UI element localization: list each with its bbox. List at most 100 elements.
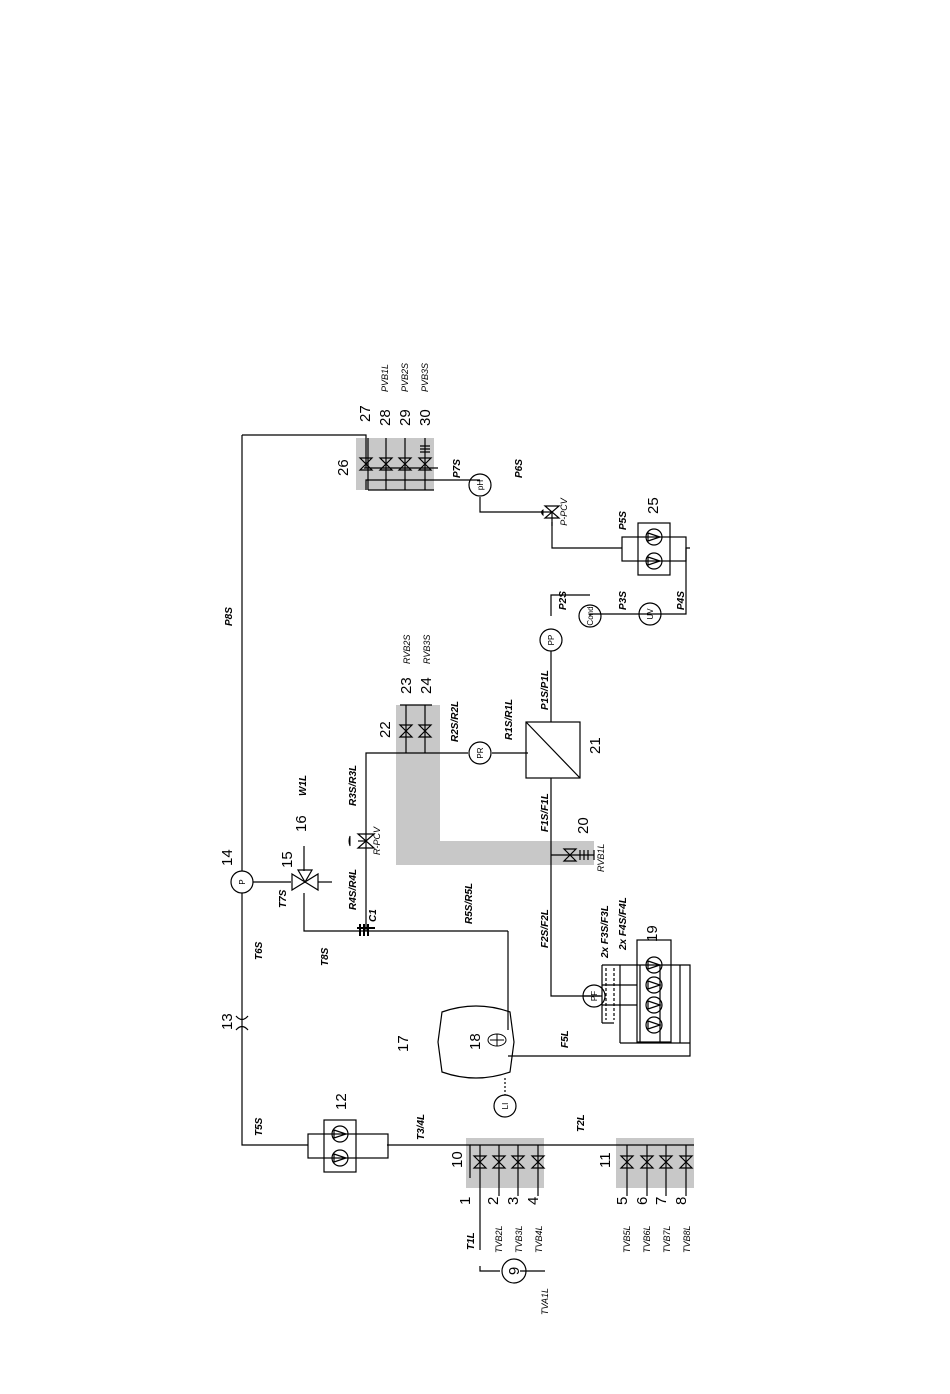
- number-16: 16: [293, 815, 310, 832]
- valve-manifold-11[interactable]: [619, 1155, 694, 1169]
- valve-20[interactable]: [562, 848, 589, 862]
- number-14: 14: [219, 849, 236, 866]
- pr-label: PR: [476, 747, 485, 758]
- r-pcv-label: R-PCV: [372, 826, 382, 855]
- label-r5s-r5l: R5S/R5L: [464, 883, 475, 924]
- number-13: 13: [219, 1013, 236, 1030]
- number-4: 4: [525, 1197, 542, 1205]
- number-15: 15: [279, 851, 296, 868]
- cond-label: Cond: [586, 606, 595, 625]
- number-28: 28: [377, 409, 394, 426]
- number-29: 29: [397, 409, 414, 426]
- instrument-ph: pH: [468, 473, 492, 497]
- label-tvb2l: TVB2L: [494, 1225, 504, 1253]
- number-19: 19: [644, 925, 661, 942]
- p-pcv-valve[interactable]: [541, 505, 561, 519]
- number-10: 10: [449, 1151, 466, 1168]
- retentate-shade-vertical: [396, 705, 440, 865]
- label-r2s-r2l: R2S/R2L: [450, 701, 461, 742]
- p-pcv-label: P-PCV: [559, 497, 569, 526]
- label-p6s: P6S: [514, 459, 525, 478]
- label-p2s: P2S: [558, 591, 569, 610]
- label-w1l: W1L: [298, 775, 309, 796]
- valve-manifold-10[interactable]: [472, 1155, 546, 1169]
- ph-label: pH: [476, 480, 485, 490]
- label-tvb3l: TVB3L: [514, 1225, 524, 1253]
- label-t1l: T1L: [466, 1232, 477, 1250]
- label-pvb1l: PVB1L: [380, 364, 390, 392]
- label-p8s: P8S: [224, 607, 235, 626]
- label-tvb7l: TVB7L: [662, 1225, 672, 1253]
- retentate-shade-horizontal: [396, 841, 594, 865]
- piping-lines: [241, 434, 694, 1272]
- stream-labels: T1L TVB2L TVB3L TVB4L TVA1L TVB5L TVB6L …: [224, 363, 692, 1315]
- label-pvb2s: PVB2S: [400, 363, 410, 392]
- label-f4s-f4l: 2x F4S/F4L: [618, 897, 629, 951]
- pressure-indicator-14: P: [230, 870, 254, 894]
- three-way-valve-15[interactable]: [291, 869, 319, 892]
- label-p3s: P3S: [618, 591, 629, 610]
- label-f1s-f1l: F1S/F1L: [540, 793, 551, 832]
- valve-manifold-22[interactable]: [398, 724, 433, 738]
- number-27: 27: [357, 405, 374, 422]
- number-8: 8: [673, 1197, 690, 1205]
- label-tva1l: TVA1L: [540, 1288, 550, 1315]
- number-5: 5: [614, 1197, 631, 1205]
- uv-label: UV: [646, 608, 655, 620]
- pump-25[interactable]: [621, 522, 687, 576]
- number-20: 20: [575, 817, 592, 834]
- label-c1: C1: [368, 909, 379, 922]
- instrument-pr: PR: [468, 741, 492, 765]
- pump-19[interactable]: [601, 939, 672, 1043]
- number-25: 25: [645, 497, 662, 514]
- pp-label: PP: [547, 635, 556, 646]
- number-7: 7: [653, 1197, 670, 1205]
- number-11: 11: [597, 1152, 614, 1168]
- label-f5l: F5L: [560, 1030, 571, 1048]
- label-f3s-f3l: 2x F3S/F3L: [600, 905, 611, 959]
- tank-18: [437, 1005, 515, 1095]
- valve-manifold-26[interactable]: [358, 445, 433, 471]
- level-indicator: LI: [493, 1094, 517, 1118]
- label-tvb8l: TVB8L: [682, 1225, 692, 1253]
- r-pcv-valve[interactable]: [348, 833, 376, 849]
- valve-manifold-11-shade: [616, 1138, 694, 1188]
- instrument-pp: PP: [539, 628, 563, 652]
- label-r3s-r3l: R3S/R3L: [348, 765, 359, 806]
- number-21: 21: [587, 737, 604, 754]
- number-24: 24: [418, 677, 435, 694]
- number-9: 9: [506, 1267, 523, 1275]
- label-t6s: T6S: [254, 941, 265, 960]
- label-t2l: T2L: [576, 1114, 587, 1132]
- valve-manifold-26-shade: [356, 438, 434, 490]
- label-pvb3s: PVB3S: [420, 363, 430, 392]
- label-r4s-r4l: R4S/R4L: [348, 869, 359, 910]
- label-t8s: T8S: [320, 947, 331, 966]
- label-t7s: T7S: [278, 889, 289, 908]
- number-6: 6: [634, 1197, 651, 1205]
- pump-9[interactable]: [501, 1258, 527, 1284]
- number-2: 2: [485, 1197, 502, 1205]
- dashed-arrows-19: [605, 968, 615, 1020]
- number-3: 3: [505, 1197, 522, 1205]
- label-tvb4l: TVB4L: [534, 1225, 544, 1253]
- membrane-module-21: [525, 721, 581, 779]
- restriction-orifice-13: [235, 1015, 249, 1031]
- number-12: 12: [333, 1093, 350, 1110]
- label-t34l: T3/4L: [416, 1114, 427, 1140]
- label-r1s-r1l: R1S/R1L: [504, 699, 515, 740]
- label-p4s: P4S: [676, 591, 687, 610]
- number-30: 30: [417, 409, 434, 426]
- level-indicator-label: LI: [501, 1103, 510, 1110]
- label-rvb1l: RVB1L: [596, 844, 606, 872]
- number-26: 26: [335, 459, 352, 476]
- pf-label: PF: [590, 991, 599, 1001]
- pump-12[interactable]: [307, 1119, 389, 1173]
- label-t5s: T5S: [254, 1117, 265, 1136]
- label-f2s-f2l: F2S/F2L: [540, 909, 551, 948]
- instrument-pf: PF: [582, 984, 606, 1008]
- number-23: 23: [398, 677, 415, 694]
- number-18: 18: [467, 1033, 484, 1050]
- label-rvb2s: RVB2S: [402, 635, 412, 664]
